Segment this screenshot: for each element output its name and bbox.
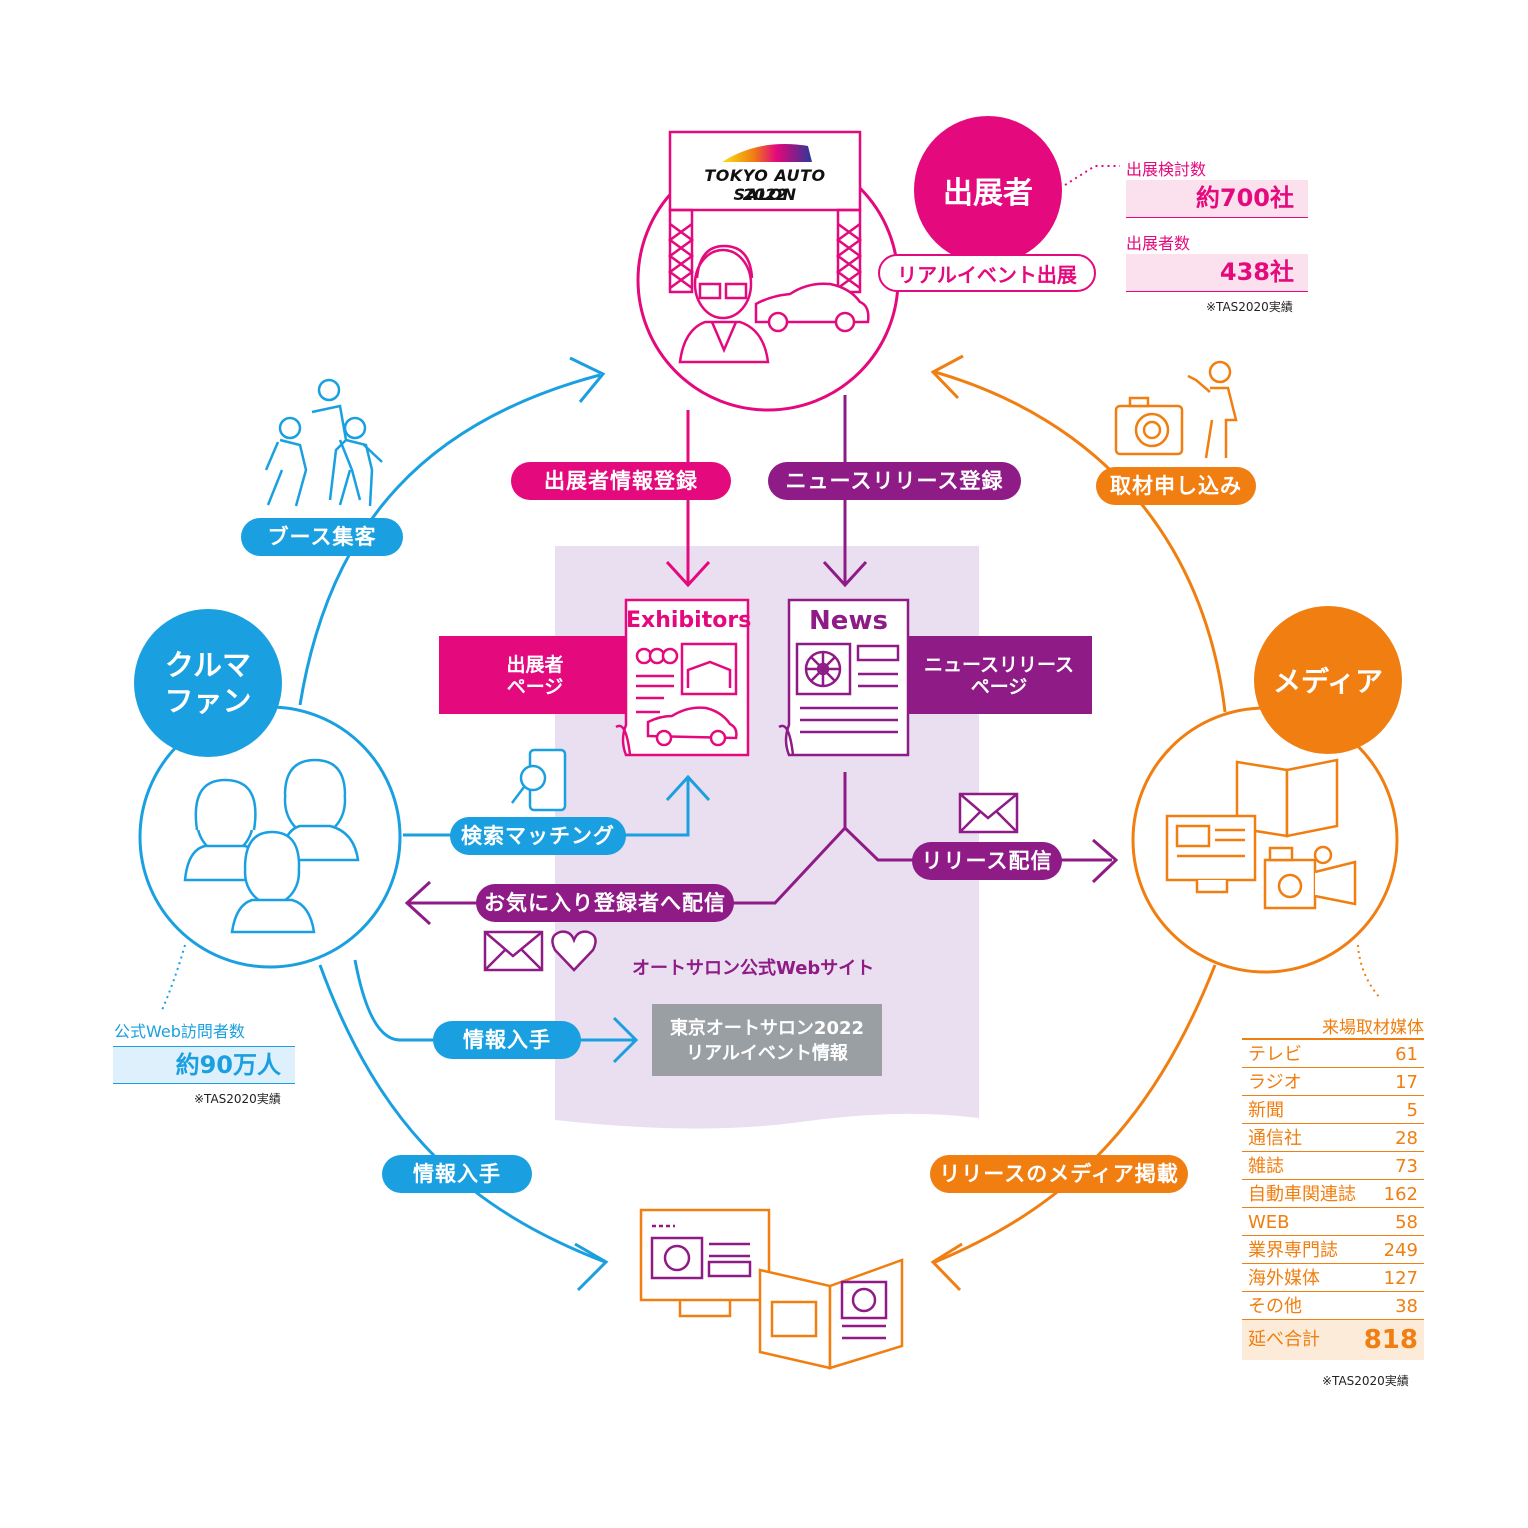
media-row-value: 61	[1395, 1044, 1418, 1065]
media-total-row: 延べ合計 818	[1242, 1320, 1424, 1360]
exhibitor-badge-circle	[914, 116, 1062, 264]
info-get-label-2: 情報入手	[382, 1155, 532, 1193]
count-label: 出展者数	[1126, 234, 1191, 253]
exhibitor-person-icon	[678, 244, 770, 364]
media-row-value: 5	[1406, 1100, 1418, 1121]
exhibitor-page-bar	[439, 636, 631, 714]
exhibitor-car-icon	[754, 282, 870, 333]
fan-badge-circle	[134, 609, 282, 757]
exhibitor-page-label: 出展者ページ	[506, 654, 564, 698]
media-row-value: 38	[1395, 1296, 1418, 1317]
media-total-label: 延べ合計	[1248, 1329, 1320, 1350]
envelope-icon	[958, 792, 1019, 834]
media-publish-label: リリースのメディア掲載	[930, 1155, 1188, 1193]
media-row-value: 73	[1395, 1156, 1418, 1177]
media-row-name: 新聞	[1248, 1100, 1284, 1121]
exhibitor-note: ※TAS2020実績	[1206, 300, 1293, 314]
media-note: ※TAS2020実績	[1322, 1374, 1409, 1388]
media-table-row: テレビ 61	[1242, 1040, 1424, 1068]
fan-dotted-line	[161, 944, 186, 1011]
media-row-value: 28	[1395, 1128, 1418, 1149]
media-row-name: 自動車関連誌	[1248, 1184, 1356, 1205]
fans-note: ※TAS2020実績	[194, 1092, 281, 1106]
logo-swoosh	[722, 144, 812, 162]
fav-dist-label: お気に入り登録者へ配信	[476, 884, 734, 922]
media-table-row: 新聞 5	[1242, 1096, 1424, 1124]
media-table-title: 来場取材媒体	[1322, 1018, 1424, 1038]
media-table-row: 海外媒体 127	[1242, 1264, 1424, 1292]
media-table-row: 自動車関連誌 162	[1242, 1180, 1424, 1208]
media-row-name: WEB	[1248, 1212, 1290, 1233]
fan-circle-label: クルマファン	[164, 648, 252, 718]
bottom-media-icon	[639, 1208, 904, 1370]
site-label: オートサロン公式Webサイト	[632, 958, 875, 979]
media-row-value: 58	[1395, 1212, 1418, 1233]
media-devices-icon	[1165, 758, 1357, 910]
media-row-name: 雑誌	[1248, 1156, 1284, 1177]
media-row-name: 業界専門誌	[1248, 1240, 1338, 1261]
news-page-bar	[906, 636, 1092, 714]
media-row-name: 海外媒体	[1248, 1268, 1320, 1289]
count-value: 438社	[1126, 254, 1308, 292]
exhibitor-dotted-line	[1064, 165, 1120, 186]
fan-people-icon	[183, 758, 360, 934]
release-dist-label: リリース配信	[912, 842, 1062, 880]
visitors-value: 約90万人	[113, 1046, 295, 1084]
walking-people-icon	[264, 378, 383, 507]
exhibitors-doc-title: Exhibitors	[626, 608, 752, 633]
media-total-value: 818	[1363, 1325, 1418, 1355]
consider-label: 出展検討数	[1126, 160, 1207, 179]
consider-value: 約700社	[1126, 180, 1308, 218]
visitors-label: 公式Web訪問者数	[114, 1022, 245, 1041]
tas-logo-line1: TOKYO AUTO SALON	[704, 166, 826, 204]
exhibitor-circle-label: 出展者	[943, 176, 1033, 211]
media-row-name: テレビ	[1248, 1044, 1302, 1065]
real-event-badge: リアルイベント出展	[878, 254, 1096, 292]
media-row-name: ラジオ	[1248, 1072, 1302, 1093]
envelope-heart-icon	[483, 930, 597, 972]
news-doc-title: News	[809, 606, 888, 636]
camera-reporter-icon	[1114, 360, 1238, 459]
booth-attract-label: ブース集客	[241, 518, 403, 556]
media-table-row: 業界専門誌 249	[1242, 1236, 1424, 1264]
news-page-label: ニュースリリースページ	[923, 654, 1075, 698]
gate-icon	[667, 130, 863, 294]
event-info-box	[652, 1004, 882, 1076]
media-table-row: WEB 58	[1242, 1208, 1424, 1236]
info-get-arrow	[353, 959, 639, 1064]
media-badge-circle	[1254, 606, 1402, 754]
media-circle-label: メディア	[1272, 665, 1384, 698]
search-matching-label: 検索マッチング	[450, 817, 626, 855]
media-table-row: 雑誌 73	[1242, 1152, 1424, 1180]
media-row-value: 162	[1383, 1184, 1418, 1205]
media-row-value: 127	[1383, 1268, 1418, 1289]
news-doc	[778, 598, 910, 757]
media-row-value: 17	[1395, 1072, 1418, 1093]
exhibitors-doc	[615, 598, 750, 757]
info-get-label-1: 情報入手	[433, 1021, 581, 1059]
media-table-row: 通信社 28	[1242, 1124, 1424, 1152]
tas-logo-line2: 2022	[742, 185, 788, 204]
coverage-request-label: 取材申し込み	[1096, 467, 1256, 505]
media-table-row: ラジオ 17	[1242, 1068, 1424, 1096]
media-row-name: その他	[1248, 1296, 1302, 1317]
media-table-row: その他 38	[1242, 1292, 1424, 1320]
media-dotted-line	[1357, 944, 1381, 999]
media-row-name: 通信社	[1248, 1128, 1302, 1149]
news-register-label: ニュースリリース登録	[768, 462, 1021, 500]
phone-search-icon	[511, 748, 567, 812]
media-row-value: 249	[1383, 1240, 1418, 1261]
exhibitor-register-label: 出展者情報登録	[511, 462, 731, 500]
